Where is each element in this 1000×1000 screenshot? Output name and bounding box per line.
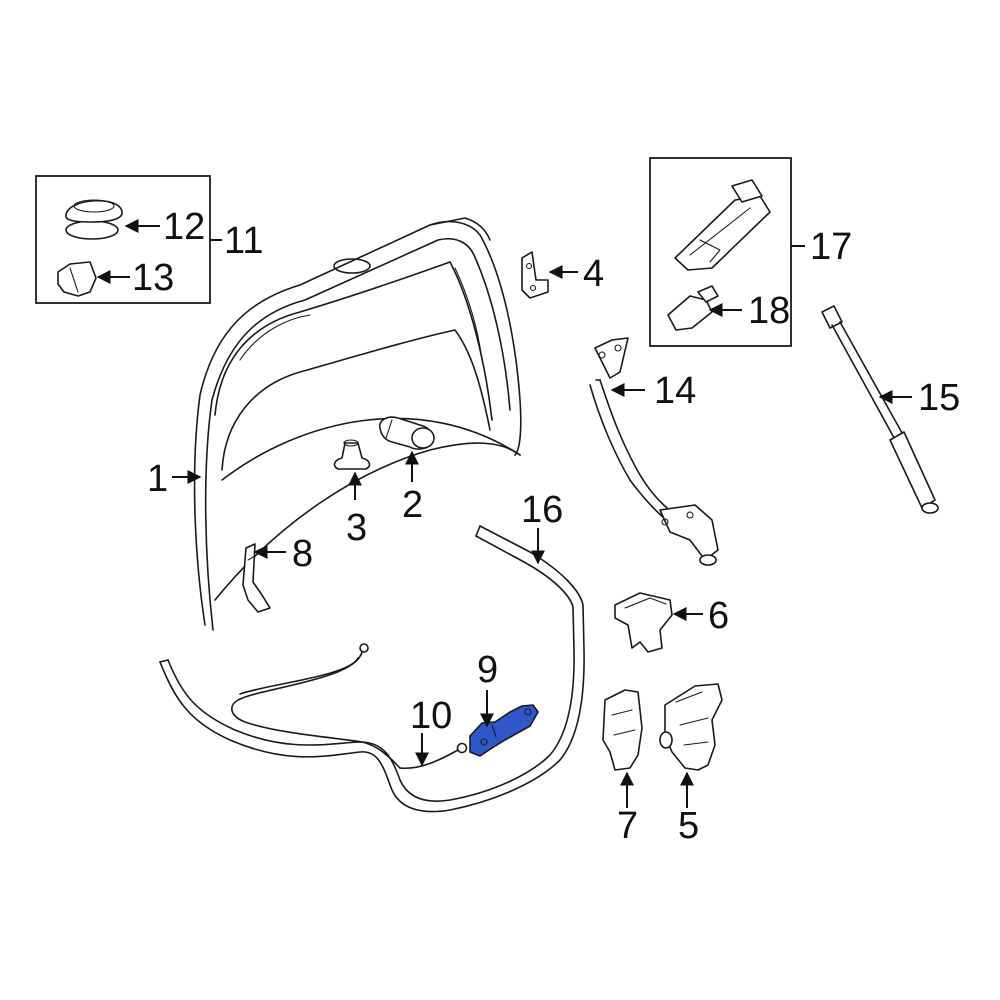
- callout-2: 2: [402, 484, 423, 526]
- callout-12: 12: [163, 206, 205, 248]
- kit-box-17: [649, 157, 792, 347]
- trunk-lid-part-1: [193, 217, 522, 631]
- callout-17: 17: [810, 226, 852, 268]
- latch-plate-part-9: [469, 704, 539, 757]
- gas-strut-part-15: [821, 305, 939, 514]
- leaders: [96, 219, 912, 808]
- clip-part-6: [614, 592, 673, 653]
- hinge-arm-part-14: [589, 337, 719, 566]
- lens-part-13: [57, 261, 97, 297]
- release-cable: [231, 643, 401, 769]
- callout-7: 7: [617, 805, 638, 847]
- callout-13: 13: [132, 257, 174, 299]
- callout-6: 6: [708, 595, 729, 637]
- grommet-part-3: [333, 439, 371, 470]
- callout-9: 9: [477, 649, 498, 691]
- callout-15: 15: [918, 377, 960, 419]
- callout-14: 14: [654, 370, 696, 412]
- latch-plate-highlight: [469, 704, 539, 757]
- cap-part-12: [65, 199, 123, 240]
- callout-labels: 1 2 3 4 5 6 7 8 9 10 11 12 13 14 15 16 1…: [132, 206, 960, 847]
- seal-part-16: [159, 525, 585, 813]
- bumper-part-2: [378, 416, 435, 450]
- cover-part-7: [602, 689, 643, 771]
- cable-part-10: [399, 742, 468, 770]
- bulb-part-18: [667, 285, 719, 331]
- license-lamp-part-17: [674, 179, 771, 271]
- callout-3: 3: [346, 507, 367, 549]
- callout-11: 11: [224, 220, 263, 262]
- callout-10: 10: [410, 695, 452, 737]
- bracket-part-4: [521, 251, 549, 299]
- callout-18: 18: [748, 290, 790, 332]
- callout-1: 1: [147, 458, 168, 500]
- callout-5: 5: [678, 805, 699, 847]
- callout-4: 4: [583, 253, 604, 295]
- latch-part-5: [659, 683, 723, 771]
- callout-8: 8: [292, 533, 313, 575]
- callout-16: 16: [521, 489, 563, 531]
